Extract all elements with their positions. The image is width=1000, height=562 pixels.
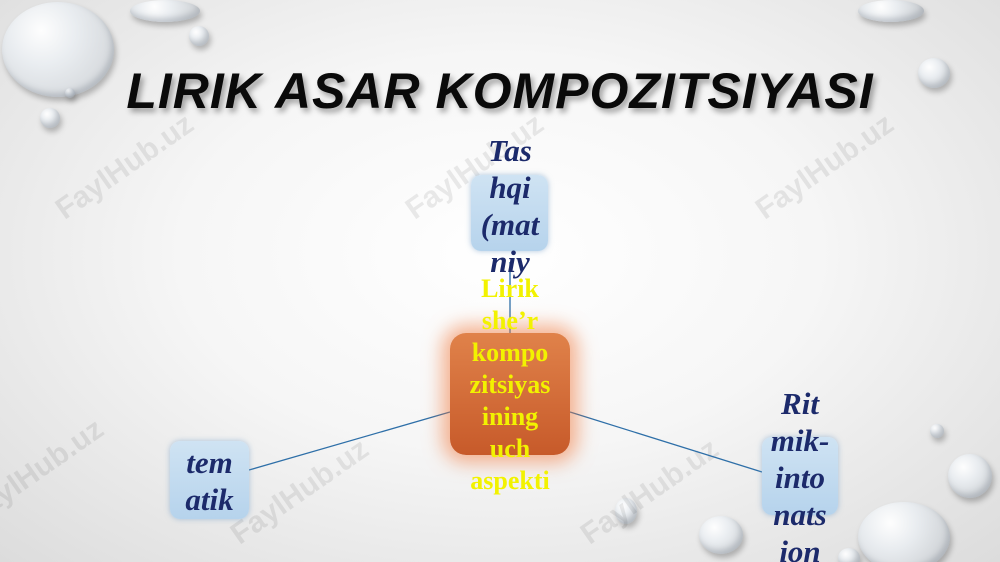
center-line: kompo xyxy=(471,338,549,367)
connector-left xyxy=(248,411,451,471)
left-node-line: tem xyxy=(186,445,233,480)
water-drop xyxy=(838,548,860,562)
water-drop xyxy=(948,454,992,498)
connector-right xyxy=(569,411,763,473)
top-node-text: Tas hqi (mat niy xyxy=(455,132,565,280)
right-node-line: into xyxy=(775,460,825,495)
center-line: uch xyxy=(489,434,531,463)
right-node-text: Rit mik- into nats ion xyxy=(745,385,855,562)
top-node-line: Tas xyxy=(488,133,532,168)
slide-title: LIRIK ASAR KOMPOZITSIYASI xyxy=(126,63,874,119)
center-line: Lirik xyxy=(481,274,539,303)
right-node-line: ion xyxy=(779,534,821,562)
left-node-box xyxy=(170,441,249,519)
right-node-line: nats xyxy=(773,497,827,532)
water-drop xyxy=(615,498,637,524)
left-node-line: atik xyxy=(185,482,234,517)
center-line: zitsiyas xyxy=(469,370,551,399)
top-node-line: niy xyxy=(490,244,530,279)
water-drop xyxy=(40,108,60,128)
water-drop xyxy=(918,58,950,88)
water-drop xyxy=(65,88,75,98)
right-node-line: Rit xyxy=(781,386,819,421)
water-drop xyxy=(2,2,114,97)
water-drop xyxy=(130,0,200,22)
center-node-box xyxy=(450,333,570,455)
water-drop xyxy=(858,502,950,562)
top-node-line: (mat xyxy=(480,207,540,242)
center-line: aspekti xyxy=(470,466,550,495)
center-node-text: Lirik she’r kompo zitsiyas ining uch asp… xyxy=(440,273,580,497)
center-line: she’r xyxy=(481,306,539,335)
water-drop xyxy=(189,26,209,46)
top-node-box xyxy=(471,175,548,251)
top-node-line: hqi xyxy=(489,170,531,205)
water-drop xyxy=(699,516,743,554)
water-drop xyxy=(930,424,944,438)
right-node-line: mik- xyxy=(770,423,830,458)
right-node-box xyxy=(762,437,838,515)
center-line: ining xyxy=(481,402,539,431)
water-drop xyxy=(858,0,924,22)
left-node-text: tem atik xyxy=(160,444,259,518)
